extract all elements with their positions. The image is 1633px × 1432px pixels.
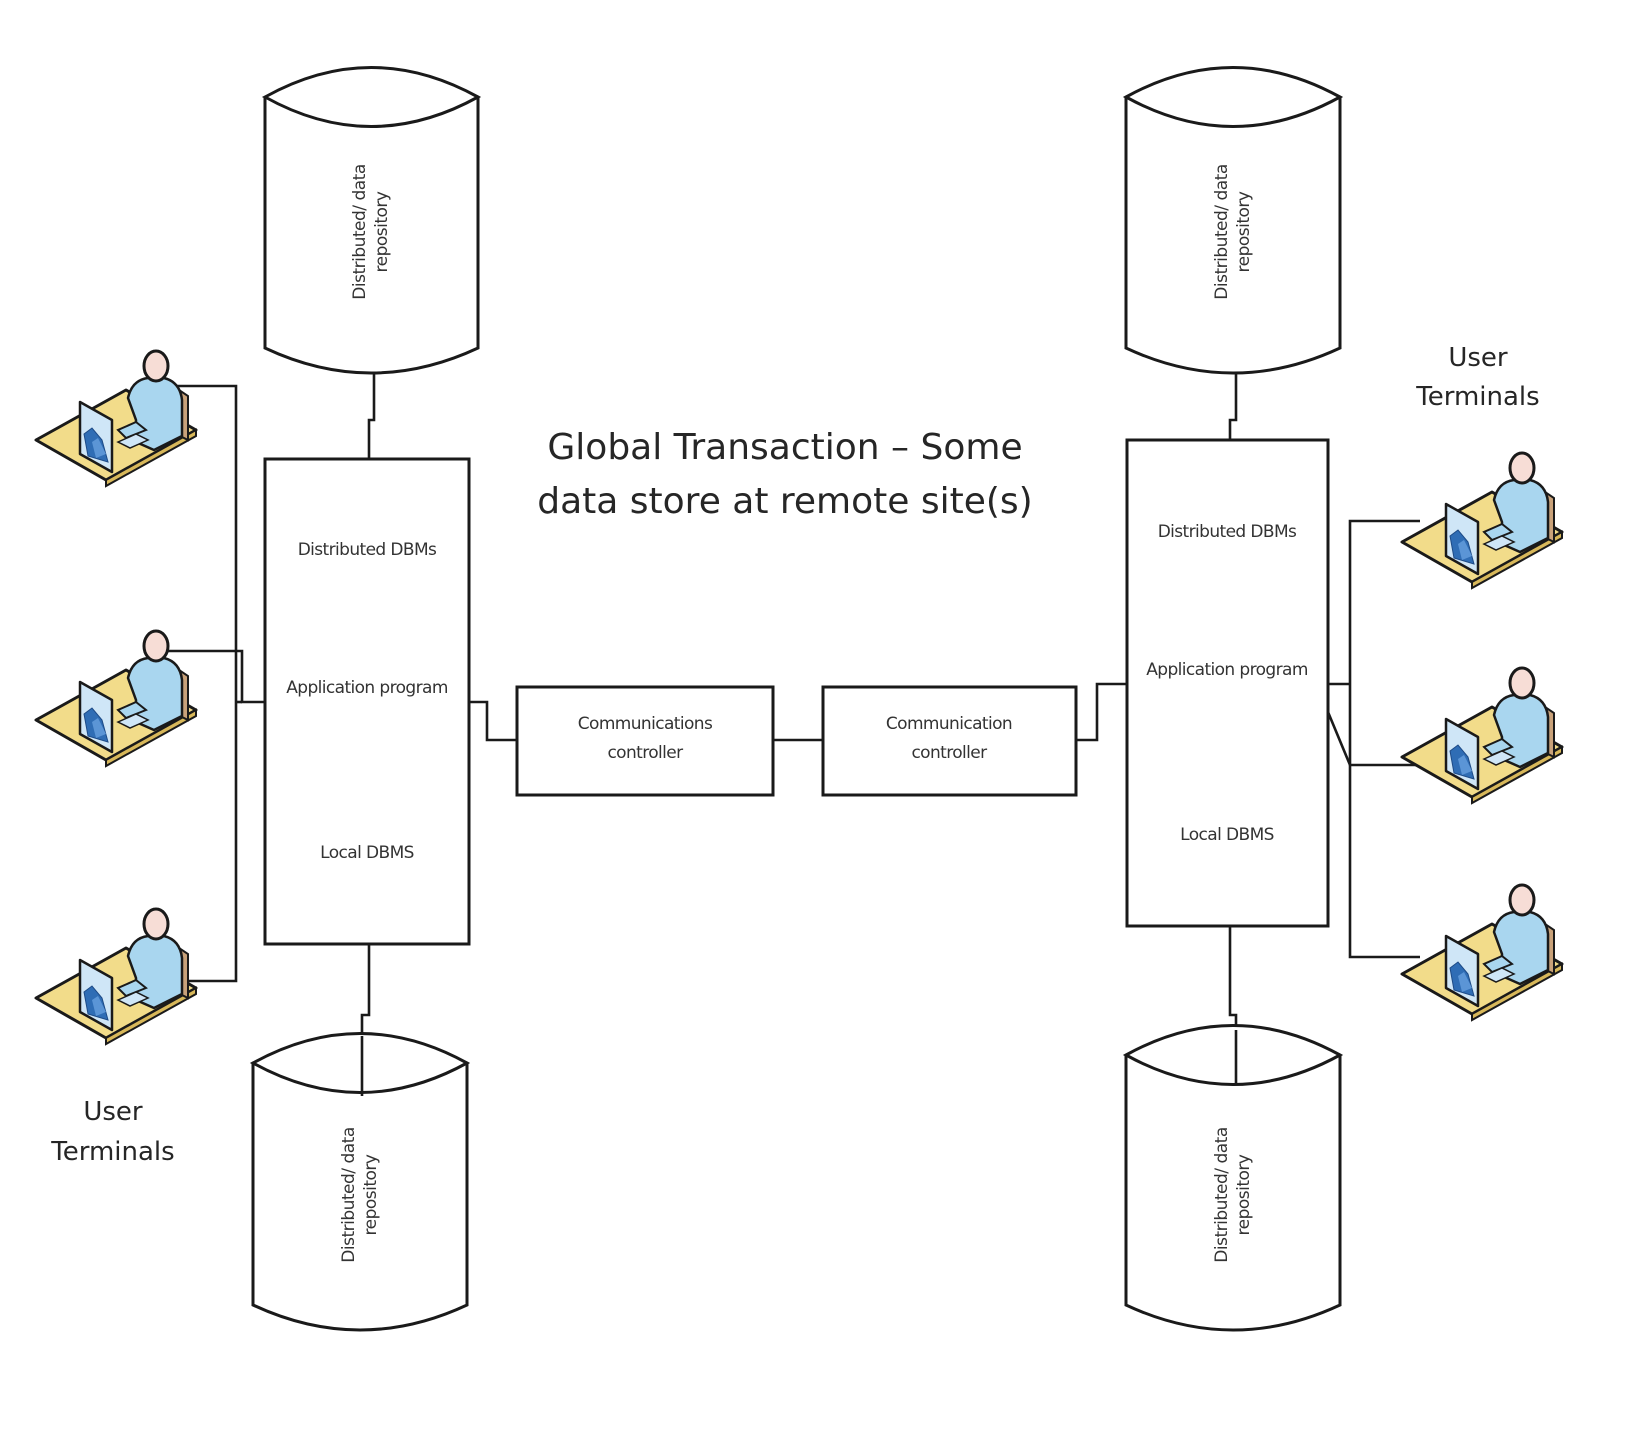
user-terminal-right-1[interactable] — [1400, 451, 1564, 590]
controller-label-line1: Communication — [886, 714, 1012, 734]
controller-frame — [821, 685, 1078, 797]
dbms-box-frame — [263, 457, 471, 946]
terminal-connector-right-middle — [1326, 711, 1420, 767]
repository-label-line1: Distributed/ data — [1212, 164, 1232, 299]
connector-right-top-repo — [1228, 372, 1238, 440]
application-program-label: Application program — [286, 678, 448, 698]
controller-label-line2: controller — [607, 743, 683, 763]
cylinder-body — [1124, 1055, 1342, 1332]
application-program-label: Application program — [1146, 660, 1308, 680]
repository-label-line2: repository — [361, 1154, 381, 1235]
distributed-dbms-label: Distributed DBMs — [1158, 522, 1297, 542]
repository-label-line1: Distributed/ data — [339, 1127, 359, 1262]
communication-link: Communications controller Communication … — [469, 682, 1127, 797]
communication-controller-right[interactable]: Communication controller — [821, 685, 1078, 797]
controller-label-line1: Communications — [578, 714, 713, 734]
right-site: Distributed/ data repository Distributed… — [1122, 66, 1564, 1332]
repository-label-line1: Distributed/ data — [1212, 1127, 1232, 1262]
connector-left-dbms-to-controller — [469, 700, 517, 742]
right-bottom-repository[interactable]: Distributed/ data repository — [1122, 1024, 1344, 1332]
communications-controller-left[interactable]: Communications controller — [515, 685, 775, 797]
repository-label-line2: repository — [1234, 191, 1254, 272]
connector-controller-to-right-dbms — [1076, 682, 1127, 742]
left-bottom-repository[interactable]: Distributed/ data repository — [249, 1032, 471, 1332]
repository-label: Distributed/ data repository — [1212, 164, 1254, 299]
cylinder-body — [263, 97, 480, 375]
repository-label-line2: repository — [1234, 1154, 1254, 1235]
user-at-workstation-icon — [34, 907, 198, 1046]
user-terminals-label-line2: Terminals — [50, 1137, 174, 1167]
user-terminals-label-line1: User — [83, 1097, 143, 1127]
dbms-box-frame — [1125, 438, 1330, 928]
cylinder-top — [1122, 1024, 1344, 1086]
user-at-workstation-icon — [1400, 883, 1564, 1022]
connector-left-top-repo — [367, 372, 376, 459]
user-terminals-label-line2: Terminals — [1415, 382, 1539, 412]
cylinder-body — [1124, 97, 1342, 375]
left-site: Distributed/ data repository Distributed… — [34, 66, 482, 1332]
cylinder-top — [249, 1032, 471, 1094]
user-terminal-right-3[interactable] — [1400, 883, 1564, 1022]
cylinder-top — [1122, 66, 1344, 128]
terminal-bus-right — [1348, 519, 1420, 959]
controller-frame — [515, 685, 775, 797]
repository-label-line2: repository — [372, 191, 392, 272]
user-terminal-left-3[interactable] — [34, 907, 198, 1046]
terminal-bus-left — [170, 384, 238, 983]
left-dbms-box[interactable]: Distributed DBMs Application program Loc… — [263, 457, 471, 946]
diagram-title: Global Transaction – Some data store at … — [537, 427, 1032, 522]
right-top-repository[interactable]: Distributed/ data repository — [1122, 66, 1344, 375]
right-dbms-box[interactable]: Distributed DBMs Application program Loc… — [1125, 438, 1330, 928]
controller-label-line2: controller — [911, 743, 987, 763]
left-top-repository[interactable]: Distributed/ data repository — [261, 66, 482, 375]
user-at-workstation-icon — [1400, 451, 1564, 590]
repository-label-line1: Distributed/ data — [350, 164, 370, 299]
user-at-workstation-icon — [1400, 666, 1564, 805]
user-at-workstation-icon — [34, 349, 198, 488]
repository-label: Distributed/ data repository — [1212, 1127, 1254, 1262]
cylinder-top — [261, 66, 482, 128]
repository-label: Distributed/ data repository — [339, 1127, 381, 1262]
local-dbms-label: Local DBMS — [1180, 825, 1274, 845]
terminal-connector-left-middle — [168, 649, 265, 704]
distributed-dbms-label: Distributed DBMs — [298, 540, 437, 560]
user-terminal-right-2[interactable] — [1400, 666, 1564, 805]
title-line2: data store at remote site(s) — [537, 481, 1032, 522]
user-terminal-left-1[interactable] — [34, 349, 198, 488]
user-terminals-label-line1: User — [1448, 343, 1508, 373]
title-line1: Global Transaction – Some — [547, 427, 1022, 468]
repository-label: Distributed/ data repository — [350, 164, 392, 299]
local-dbms-label: Local DBMS — [320, 843, 414, 863]
cylinder-body — [251, 1063, 469, 1332]
